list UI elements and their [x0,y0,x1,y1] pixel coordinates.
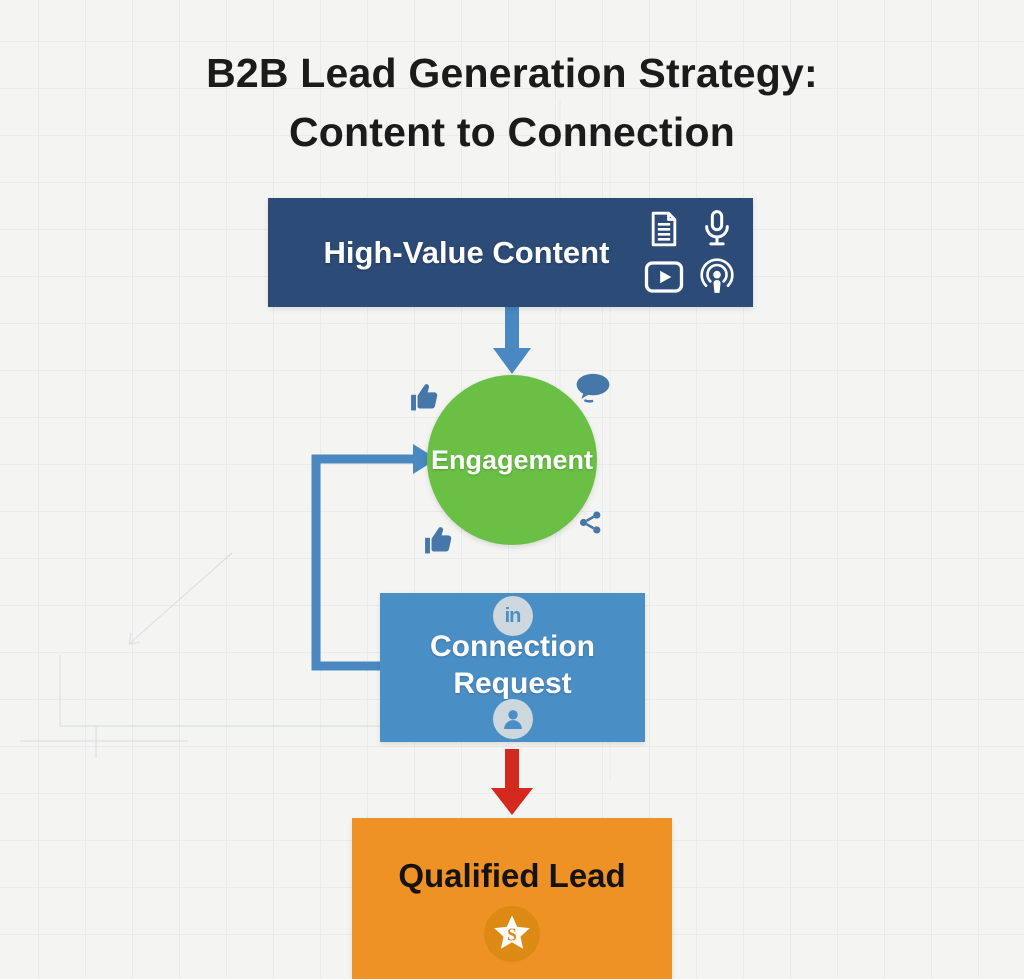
video-play-icon [643,259,685,295]
node-high-value-content: High-Value Content [268,198,753,307]
high-value-content-label: High-Value Content [323,234,610,270]
content-type-icons [641,207,737,299]
podcast-icon [697,256,737,298]
share-icon [577,509,604,536]
connection-request-label: Connection Request [430,630,595,700]
star-badge-letter: S [507,925,517,945]
node-engagement: Engagement [427,375,597,545]
linkedin-in-text: in [504,604,522,627]
node-qualified-lead: Qualified Lead S [352,818,672,979]
star-badge-icon: S [484,906,540,962]
arrow-content-to-engagement [493,306,531,374]
node-connection-request: in Connection Request [380,593,645,742]
qualified-lead-label: Qualified Lead [398,857,626,894]
page-title: B2B Lead Generation Strategy: Content to… [0,44,1024,161]
microphone-icon [697,207,737,251]
person-icon [492,699,533,739]
page-title-line1: B2B Lead Generation Strategy: [206,50,818,96]
engagement-label: Engagement [430,444,594,475]
page-title-line2: Content to Connection [288,108,735,155]
linkedin-icon: in [492,596,533,636]
thumbs-up-icon [409,383,440,412]
arrow-request-to-lead [491,749,533,815]
thumbs-up-icon [423,526,454,555]
chat-bubble-icon [574,372,612,405]
article-icon [644,208,684,250]
